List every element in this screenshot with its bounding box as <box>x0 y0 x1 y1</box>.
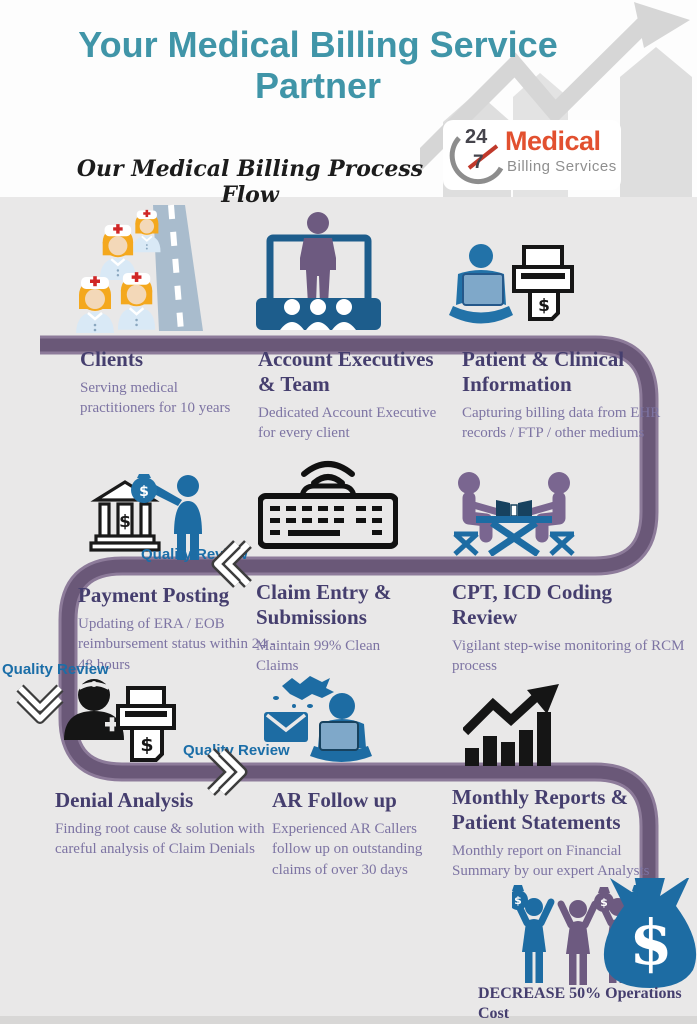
outcome-line1: DECREASE 50% Operations Cost <box>478 985 682 1023</box>
svg-text:$: $ <box>514 894 522 907</box>
step-claim-entry: Claim Entry & Submissions Maintain 99% C… <box>256 580 416 677</box>
money-people-icon: $ $ $ $ <box>512 878 696 990</box>
step-desc: Finding root cause & solution with caref… <box>55 820 265 858</box>
step-desc: Capturing billing data from EHR records … <box>462 404 661 442</box>
doctor-fax-icon: $ <box>64 679 176 762</box>
logo-tagline-label: Billing Services <box>507 158 617 175</box>
nurses-road-icon <box>74 204 203 333</box>
step-title: Clients <box>80 347 143 371</box>
step-patient-clinical-info: Patient & Clinical Information Capturing… <box>462 347 690 444</box>
step-title: Account Executives & Team <box>258 347 434 396</box>
step-desc: Vigilant step-wise monitoring of RCM pro… <box>452 637 685 675</box>
page-title: Your Medical Billing Service Partner <box>58 24 578 107</box>
step-title: Payment Posting <box>78 583 230 607</box>
chevron-down-double-icon <box>16 684 64 724</box>
step-cpt-icd-review: CPT, ICD Coding Review Vigilant step-wis… <box>452 580 692 677</box>
step-monthly-reports: Monthly Reports & Patient Statements Mon… <box>452 785 667 882</box>
logo-name-label: Medical <box>505 126 601 156</box>
company-logo: 24 7 Medical Billing Services <box>443 120 621 190</box>
page-title-line2: Partner <box>254 65 382 107</box>
svg-text:$: $ <box>139 484 149 500</box>
step-ar-follow-up: AR Follow up Experienced AR Callers foll… <box>272 788 450 881</box>
chevron-right-double-icon <box>207 748 248 796</box>
step-clients: Clients Serving medical practitioners fo… <box>80 347 255 419</box>
chevron-left-double-icon <box>211 540 252 588</box>
step-title: CPT, ICD Coding Review <box>452 580 613 629</box>
outcome-statement: DECREASE 50% Operations Cost INCREASE 10… <box>478 984 697 1024</box>
page-title-line1: Your Medical Billing Service <box>78 24 558 65</box>
step-title: Patient & Clinical Information <box>462 347 625 396</box>
quality-review-label-2: Quality Review <box>2 661 109 678</box>
svg-text:$: $ <box>119 512 131 532</box>
laptop-fax-icon: $ <box>449 244 574 324</box>
step-desc: Monthly report on Financial Summary by o… <box>452 842 650 880</box>
step-denial-analysis: Denial Analysis Finding root cause & sol… <box>55 788 270 860</box>
page-subtitle: Our Medical Billing Process Flow <box>76 156 424 208</box>
step-desc: Serving medical practitioners for 10 yea… <box>80 379 231 417</box>
growth-chart-icon <box>463 684 559 766</box>
step-desc: Maintain 99% Clean Claims <box>256 637 381 675</box>
logo-24-label: 24 <box>465 126 488 148</box>
step-account-executives: Account Executives & Team Dedicated Acco… <box>258 347 453 444</box>
svg-text:$: $ <box>600 896 608 909</box>
coders-table-icon <box>453 472 575 556</box>
logo-7-label: 7 <box>473 152 484 173</box>
step-title: AR Follow up <box>272 788 397 812</box>
step-title: Monthly Reports & Patient Statements <box>452 785 629 834</box>
svg-text:$: $ <box>629 906 672 979</box>
presentation-icon <box>256 212 381 330</box>
svg-text:$: $ <box>538 296 550 316</box>
footer-strip <box>0 1016 697 1024</box>
step-desc: Dedicated Account Executive for every cl… <box>258 404 437 442</box>
step-title: Claim Entry & Submissions <box>256 580 392 629</box>
step-desc: Experienced AR Callers follow up on outs… <box>272 820 423 879</box>
svg-text:$: $ <box>140 734 153 756</box>
logo-swoosh-icon <box>449 136 504 185</box>
wireless-keyboard-icon <box>258 461 398 549</box>
money-bag-icon <box>604 878 696 988</box>
